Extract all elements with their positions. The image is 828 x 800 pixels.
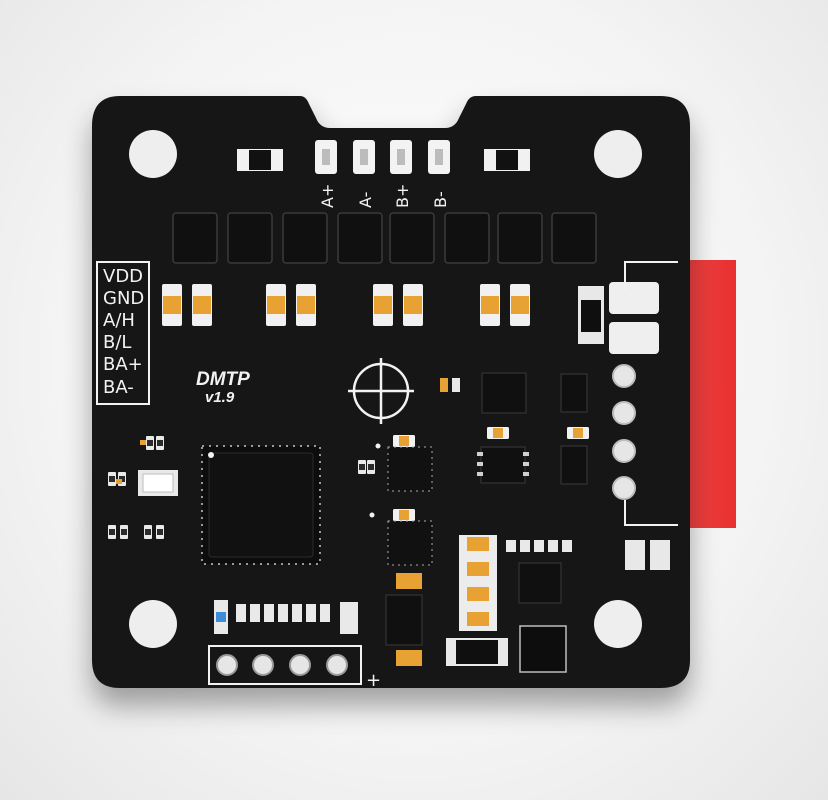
mounting-holes	[129, 130, 642, 648]
mosfet-row	[172, 212, 597, 264]
board-name: DMTP	[196, 369, 250, 390]
left-small-components	[108, 436, 178, 539]
label-a-h: A/H	[103, 310, 135, 331]
crosshair-mark	[348, 358, 414, 424]
label-vdd: VDD	[103, 266, 143, 287]
label-ba-minus: BA-	[103, 377, 134, 398]
label-gnd: GND	[103, 288, 144, 309]
capacitor-row	[162, 284, 530, 326]
motor-pin-labels: A+ A- B+ B-	[318, 184, 450, 208]
bottom-right-components	[385, 535, 670, 673]
center-chips	[358, 372, 529, 566]
pin-label-b-minus: B-	[431, 191, 450, 208]
board-version: v1.9	[205, 389, 235, 406]
pin-label-a-plus: A+	[318, 184, 337, 208]
header-plus-mark: +	[366, 670, 381, 691]
mcu-chip	[201, 445, 321, 565]
top-components	[237, 140, 530, 174]
right-components	[560, 261, 678, 526]
pin-label-a-minus: A-	[356, 192, 375, 208]
label-b-l: B/L	[103, 332, 131, 353]
pin-label-b-plus: B+	[393, 184, 412, 208]
label-ba-plus: BA+	[103, 354, 143, 375]
side-label-box: VDD GND A/H B/L BA+ BA-	[96, 261, 150, 405]
pin-header: +	[208, 600, 381, 691]
